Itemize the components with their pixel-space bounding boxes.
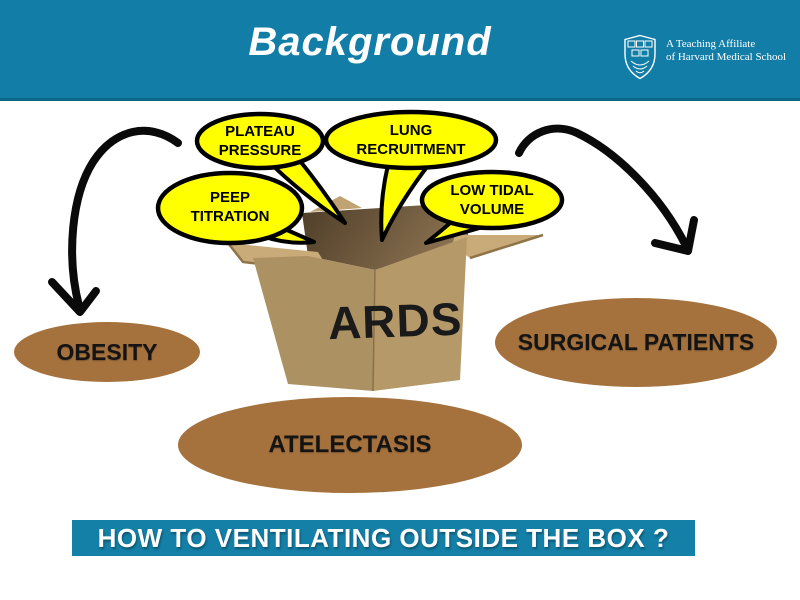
footer-question-text: HOW TO VENTILATING OUTSIDE THE BOX ? xyxy=(97,522,670,553)
harvard-logo: A Teaching Affiliate of Harvard Medical … xyxy=(623,34,786,80)
ellipse-obesity: OBESITY xyxy=(14,322,200,382)
bubble-label-plateau-line1: PLATEAU xyxy=(225,123,295,140)
arrow-left-head-icon xyxy=(48,278,100,316)
arrow-left xyxy=(68,126,182,310)
bubble-low-tidal-volume xyxy=(419,169,565,231)
bubble-label-lowtidal: LOW TIDAL VOLUME xyxy=(422,181,562,219)
logo-text: A Teaching Affiliate of Harvard Medical … xyxy=(666,38,786,64)
page-title: Background xyxy=(248,20,492,64)
ellipse-surgical-patients: SURGICAL PATIENTS xyxy=(495,298,777,387)
bubble-label-lowtidal-line1: LOW TIDAL xyxy=(450,182,534,199)
arrow-right xyxy=(515,124,690,250)
ellipse-obesity-label: OBESITY xyxy=(56,338,158,365)
ellipse-atelectasis: ATELECTASIS xyxy=(178,397,522,493)
bubble-label-peep-line2: TITRATION xyxy=(190,208,270,225)
bubble-label-lung-line1: LUNG xyxy=(389,122,433,139)
box-left-face-shade xyxy=(253,256,375,391)
bubble-label-lowtidal-line2: VOLUME xyxy=(459,201,525,218)
bubble-tail-plateau xyxy=(263,156,347,225)
bubble-peep-titration xyxy=(155,170,305,246)
bubble-lung-recruitment xyxy=(323,109,499,171)
bubble-label-plateau: PLATEAU PRESSURE xyxy=(197,122,323,160)
header-band: Background A Teaching Affiliate of Harva… xyxy=(0,0,800,101)
ellipse-surgical-patients-label: SURGICAL PATIENTS xyxy=(517,329,755,355)
bubble-label-lung-line2: RECRUITMENT xyxy=(356,141,466,158)
harvard-crest-icon xyxy=(624,34,656,80)
bubble-label-lung: LUNG RECRUITMENT xyxy=(326,121,496,159)
bubble-tail-lung xyxy=(379,161,432,242)
bubble-label-peep-line1: PEEP xyxy=(209,189,251,206)
ellipse-atelectasis-label: ATELECTASIS xyxy=(268,431,432,458)
logo-line1: A Teaching Affiliate xyxy=(665,38,756,50)
bubble-plateau-pressure xyxy=(194,111,326,171)
box-front-crease xyxy=(372,269,376,392)
footer-question-bar: HOW TO VENTILATING OUTSIDE THE BOX ? xyxy=(72,520,695,556)
box-label-ards: ARDS xyxy=(327,292,464,350)
bubble-label-peep: PEEP TITRATION xyxy=(158,188,302,226)
logo-line2: of Harvard Medical School xyxy=(665,51,786,63)
arrow-right-head-icon xyxy=(651,216,698,255)
box-right-flap-edge xyxy=(469,233,544,260)
box-body xyxy=(253,237,467,391)
bubble-label-plateau-line2: PRESSURE xyxy=(218,142,302,159)
box-right-flap xyxy=(452,235,543,258)
